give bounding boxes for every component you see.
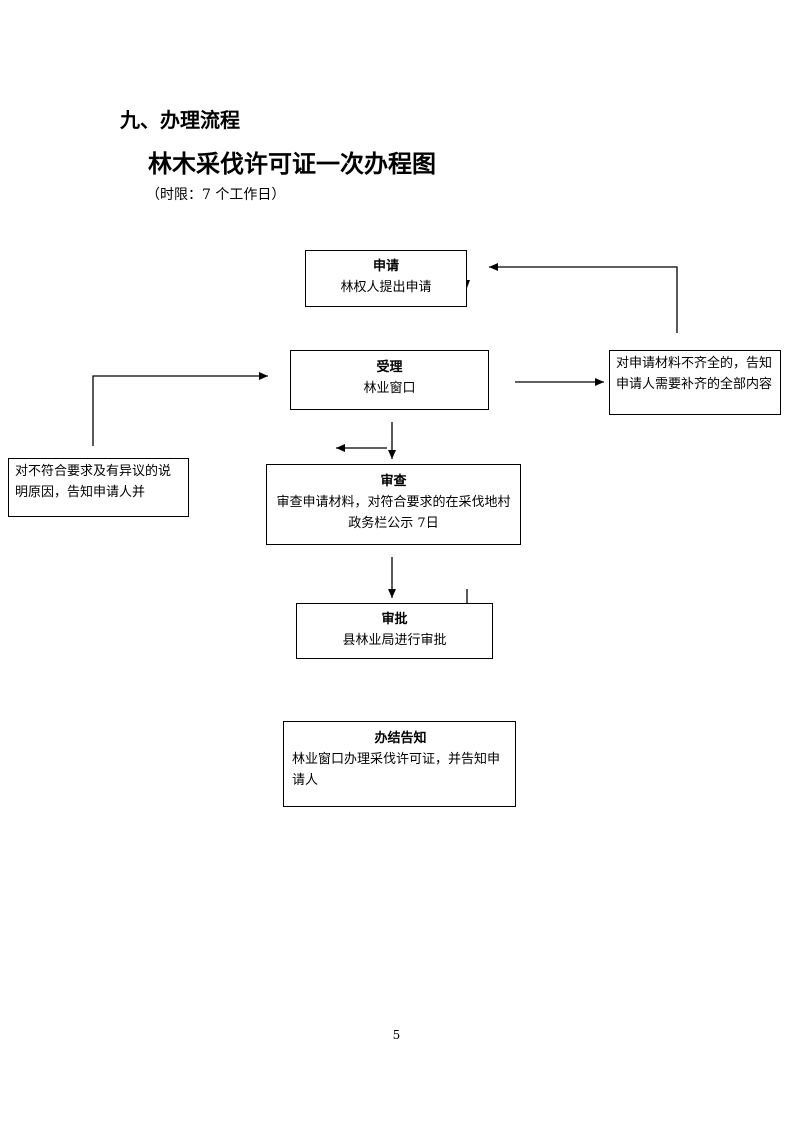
step-accept-box: 受理 林业窗口 [290, 350, 489, 410]
step-review-box: 审查 审查申请材料，对符合要求的在采伐地村政务栏公示 7日 [266, 464, 521, 545]
step-approve-box: 审批 县林业局进行审批 [296, 603, 493, 659]
reject-reason-text: 对不符合要求及有异议的说明原因，告知申请人并 [15, 464, 172, 500]
step-notify-text: 林业窗口办理采伐许可证，并告知申请人 [292, 752, 501, 788]
step-review-title: 审查 [380, 474, 407, 489]
step-accept-text: 林业窗口 [363, 381, 416, 396]
step-accept-title: 受理 [376, 360, 403, 375]
step-notify-box: 办结告知 林业窗口办理采伐许可证，并告知申请人 [283, 721, 516, 807]
reject-reason-note: 对不符合要求及有异议的说明原因，告知申请人并 [8, 458, 189, 517]
step-apply-box: 申请 林权人提出申请 [305, 250, 467, 307]
step-apply-text: 林权人提出申请 [340, 280, 432, 295]
incomplete-materials-text: 对申请材料不齐全的，告知申请人需要补齐的全部内容 [616, 356, 773, 392]
step-approve-title: 审批 [381, 612, 408, 627]
arrow-reject-to-accept [92, 372, 268, 446]
step-apply-title: 申请 [372, 259, 399, 274]
step-review-text: 审查申请材料，对符合要求的在采伐地村政务栏公示 7日 [276, 495, 511, 531]
time-limit-note: （时限：7 个工作日） [146, 187, 286, 203]
step-notify-title: 办结告知 [374, 731, 427, 746]
section-title: 九、办理流程 [120, 108, 240, 132]
page-number: 5 [392, 1028, 401, 1042]
arrow-incomplete-to-apply [489, 263, 678, 333]
incomplete-materials-note: 对申请材料不齐全的，告知申请人需要补齐的全部内容 [609, 350, 781, 415]
step-approve-text: 县林业局进行审批 [342, 633, 447, 648]
flowchart-title: 林木采伐许可证一次办程图 [148, 150, 436, 178]
